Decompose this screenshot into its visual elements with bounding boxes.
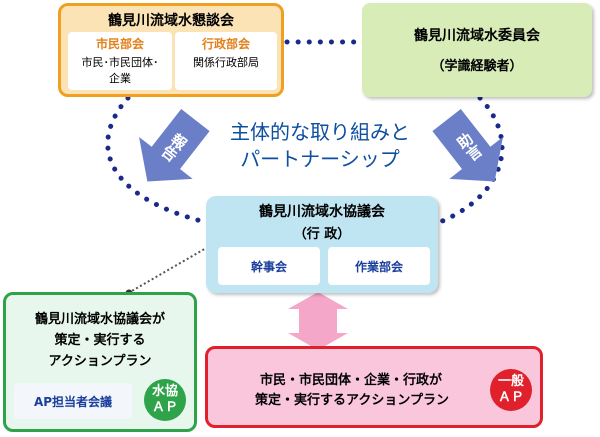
- water-ap-title-line-2: 策定・実行する: [54, 333, 146, 348]
- water-ap-badge: 水協 ＡＰ: [144, 379, 186, 421]
- citizen-group-member-2: 企業: [109, 72, 131, 85]
- general-ap-badge-line-1: 一般: [497, 374, 524, 389]
- admin-group-member: 関係行政部局: [193, 56, 259, 69]
- general-ap-badge: 一般 ＡＰ: [490, 369, 532, 411]
- report-arrow: [139, 108, 210, 182]
- citizen-group-title: 市民部会: [95, 37, 144, 51]
- water-ap-dotted-link: [129, 246, 209, 293]
- committee-subtitle: （学識経験者）: [431, 59, 523, 74]
- water-ap-box: 鶴見川流域水協議会が 策定・実行する アクションプラン AP担当者会議 水協 Ａ…: [3, 292, 197, 432]
- citizen-group-box: 市民部会 市民･市民団体･ 企業: [68, 32, 172, 90]
- conference-subtitle: （行 政）: [293, 227, 351, 242]
- general-ap-badge-line-2: ＡＰ: [497, 390, 524, 405]
- double-arrow: [288, 292, 348, 350]
- citizen-group-member-1: 市民･市民団体･: [81, 56, 159, 69]
- center-text-line-1: 主体的な取り組みと: [230, 120, 410, 144]
- working-group-box: 作業部会: [328, 247, 430, 285]
- conference-title: 鶴見川流域水協議会: [259, 204, 385, 220]
- general-ap-title-line-1: 市民・市民団体・企業・行政が: [259, 373, 442, 388]
- ap-meeting-box: AP担当者会議: [14, 383, 132, 419]
- council-title: 鶴見川流域水懇談会: [108, 13, 234, 29]
- working-group-label: 作業部会: [354, 259, 403, 274]
- water-ap-badge-line-2: ＡＰ: [151, 400, 178, 415]
- water-ap-title-line-1: 鶴見川流域水協議会が: [34, 312, 165, 327]
- ap-meeting-label: AP担当者会議: [33, 394, 113, 409]
- committee-title: 鶴見川流域水委員会: [414, 28, 540, 44]
- watershed-council-box: 鶴見川流域水懇談会 市民部会 市民･市民団体･ 企業 行政部会 関係行政部局: [58, 3, 284, 97]
- water-ap-title-line-3: アクションプラン: [48, 354, 152, 369]
- general-ap-title-line-2: 策定・実行するアクションプラン: [255, 393, 449, 408]
- general-ap-box: 市民・市民団体・企業・行政が 策定・実行するアクションプラン 一般 ＡＰ: [205, 346, 543, 428]
- admin-group-box: 行政部会 関係行政部局: [175, 32, 277, 90]
- advice-arrow: [432, 108, 503, 182]
- watershed-conference-box: 鶴見川流域水協議会 （行 政） 幹事会 作業部会: [206, 196, 438, 293]
- secretariat-box: 幹事会: [218, 247, 320, 285]
- center-text-line-2: パートナーシップ: [240, 147, 400, 171]
- secretariat-label: 幹事会: [250, 259, 287, 274]
- admin-group-title: 行政部会: [201, 37, 250, 51]
- water-ap-badge-line-1: 水協: [151, 384, 178, 399]
- watershed-committee-box: 鶴見川流域水委員会 （学識経験者）: [362, 3, 592, 97]
- right-dotted-arc: [437, 95, 505, 225]
